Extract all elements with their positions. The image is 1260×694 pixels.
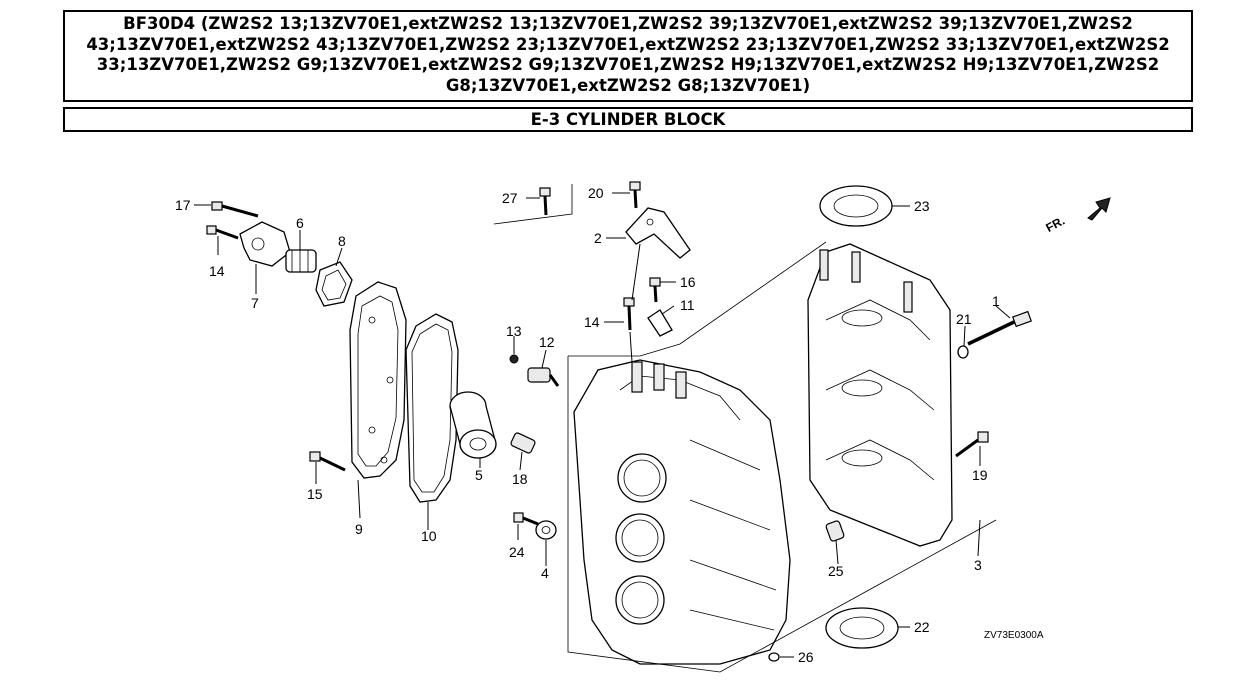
sensor-12-part[interactable] [527, 367, 560, 387]
callout-14-left[interactable]: 14 [209, 263, 225, 279]
callout-13[interactable]: 13 [506, 323, 522, 339]
callout-12[interactable]: 12 [539, 334, 555, 350]
callout-11[interactable]: 11 [680, 297, 695, 313]
model-title: BF30D4 (ZW2S2 13;13ZV70E1,extZW2S2 13;13… [63, 10, 1193, 102]
callout-4[interactable]: 4 [541, 565, 549, 581]
callout-25[interactable]: 25 [828, 563, 844, 579]
dowel-25-part[interactable] [825, 520, 845, 542]
thermostat-part[interactable] [285, 249, 317, 273]
crankcase-part[interactable] [807, 243, 953, 547]
callout-23[interactable]: 23 [914, 198, 930, 214]
seal-22-part[interactable] [825, 607, 899, 649]
bolt-17-part[interactable] [211, 201, 259, 218]
callout-14-center[interactable]: 14 [584, 314, 600, 330]
callout-21[interactable]: 21 [956, 311, 972, 327]
bolt-24-part[interactable] [513, 512, 539, 526]
seal-23-part[interactable] [819, 185, 893, 227]
thermostat-cover-part[interactable] [239, 221, 291, 267]
fitting-18-part[interactable] [510, 432, 536, 454]
callout-7[interactable]: 7 [251, 295, 259, 311]
bolt-14-center-part[interactable] [623, 297, 635, 331]
leader-lines [194, 192, 1011, 658]
drawing-code: ZV73E0300A [984, 630, 1044, 641]
callout-19[interactable]: 19 [972, 467, 988, 483]
cylinder-block-part[interactable] [573, 359, 791, 665]
bracket-2-part[interactable] [625, 207, 691, 259]
callout-16[interactable]: 16 [680, 274, 696, 290]
callout-2[interactable]: 2 [594, 230, 602, 246]
bolt-27-part[interactable] [539, 187, 551, 216]
bolt-1-part[interactable] [967, 310, 1032, 346]
plug-26-part[interactable] [768, 652, 780, 662]
thermostat-gasket-part[interactable] [315, 261, 353, 307]
bolt-16-part[interactable] [649, 277, 661, 303]
oil-filter-part[interactable] [449, 391, 497, 459]
callout-15[interactable]: 15 [307, 486, 323, 502]
callout-17[interactable]: 17 [175, 197, 191, 213]
callout-6[interactable]: 6 [296, 215, 304, 231]
water-jacket-cover-part[interactable] [349, 281, 407, 479]
bolt-19-part[interactable] [955, 431, 989, 458]
callout-5[interactable]: 5 [475, 467, 483, 483]
front-direction-label: FR. [1043, 214, 1067, 235]
callout-22[interactable]: 22 [914, 619, 930, 635]
callout-18[interactable]: 18 [512, 471, 528, 487]
grommet-4-part[interactable] [535, 520, 557, 540]
callout-3[interactable]: 3 [974, 557, 982, 573]
front-direction-icon [1087, 197, 1111, 221]
bolt-13-part[interactable] [509, 354, 519, 364]
washer-21-part[interactable] [957, 345, 969, 359]
callout-8[interactable]: 8 [338, 233, 346, 249]
section-title: E-3 CYLINDER BLOCK [63, 107, 1193, 132]
callout-labels: 17 14 6 7 8 9 10 15 5 18 12 13 24 4 27 2… [175, 185, 1044, 665]
water-jacket-gasket-part[interactable] [405, 313, 459, 503]
callout-20[interactable]: 20 [588, 185, 604, 201]
bolt-20-part[interactable] [629, 181, 641, 209]
group-bracket-27 [493, 184, 573, 225]
bolt-14-left-part[interactable] [206, 225, 239, 240]
callout-27[interactable]: 27 [502, 190, 518, 206]
group-outline-left [567, 356, 997, 673]
bolt-15-part[interactable] [309, 451, 346, 472]
callout-9[interactable]: 9 [355, 521, 363, 537]
plate-11-part[interactable] [647, 309, 673, 337]
callout-1[interactable]: 1 [992, 293, 1000, 309]
group-outline-top [568, 241, 827, 357]
callout-10[interactable]: 10 [421, 528, 437, 544]
callout-26[interactable]: 26 [798, 649, 814, 665]
callout-24[interactable]: 24 [509, 544, 525, 560]
